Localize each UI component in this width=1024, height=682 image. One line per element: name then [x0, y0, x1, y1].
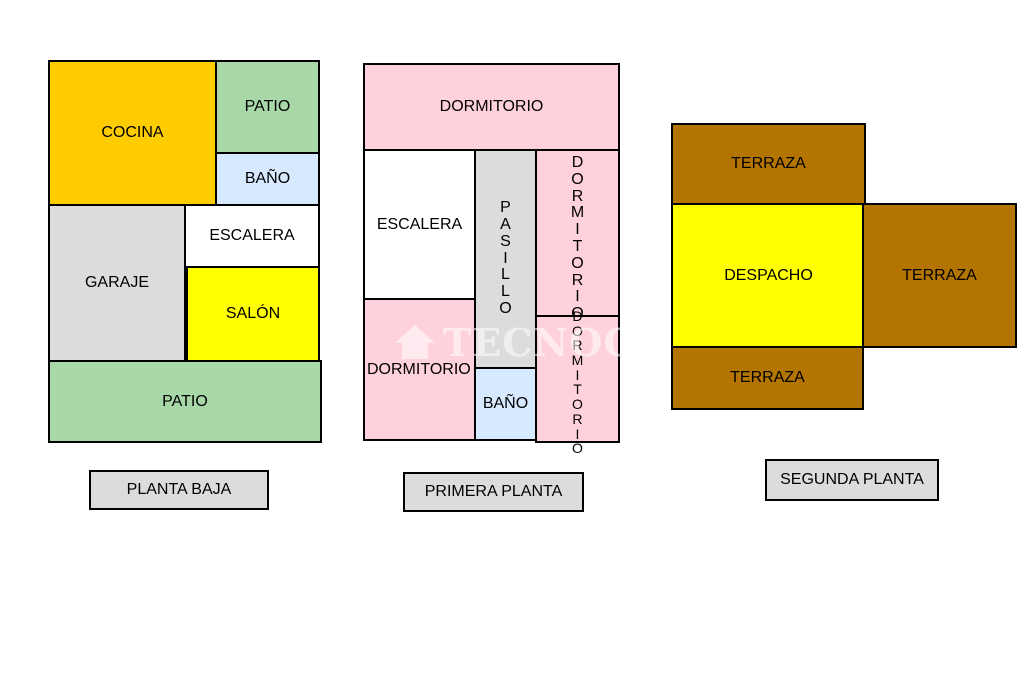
room-label: SALÓN — [225, 305, 281, 322]
room-label: BAÑO — [482, 395, 529, 412]
room-label: DESPACHO — [724, 266, 813, 284]
room-label: ESCALERA — [209, 227, 295, 244]
room-salon: SALÓN — [186, 266, 320, 362]
room-label: DORMITORIO — [367, 360, 471, 378]
floor-label-primera-planta: PRIMERA PLANTA — [403, 472, 584, 512]
room-label: GARAJE — [84, 274, 149, 291]
room-label: ESCALERA — [376, 215, 463, 233]
room-cocina: COCINA — [48, 60, 217, 206]
room-label: PATIO — [244, 98, 291, 115]
room-garaje: GARAJE — [48, 204, 186, 362]
room-bano: BAÑO — [215, 152, 320, 206]
room-dormitorio-top: DORMITORIO — [363, 63, 620, 151]
room-escalera: ESCALERA — [363, 149, 476, 300]
room-terraza-top: TERRAZA — [671, 123, 866, 205]
room-escalera: ESCALERA — [184, 204, 320, 268]
room-dormitorio-bottom-left: DORMITORIO — [363, 298, 476, 441]
room-label: TERRAZA — [730, 369, 805, 386]
room-patio-bottom: PATIO — [48, 360, 322, 443]
room-label: PATIO — [162, 392, 208, 410]
room-label: COCINA — [101, 124, 164, 141]
room-despacho: DESPACHO — [671, 203, 866, 348]
room-label: DORMITORIO — [439, 98, 544, 115]
room-bano: BAÑO — [474, 367, 537, 441]
floor-label-segunda-planta: SEGUNDA PLANTA — [765, 459, 939, 501]
room-patio-top: PATIO — [215, 60, 320, 154]
room-terraza-right: TERRAZA — [862, 203, 1017, 348]
room-terraza-bottom: TERRAZA — [671, 346, 864, 410]
room-label: BAÑO — [244, 170, 291, 187]
room-label: TERRAZA — [731, 155, 806, 172]
floor-label-planta-baja: PLANTA BAJA — [89, 470, 269, 510]
room-label: TERRAZA — [902, 266, 977, 284]
